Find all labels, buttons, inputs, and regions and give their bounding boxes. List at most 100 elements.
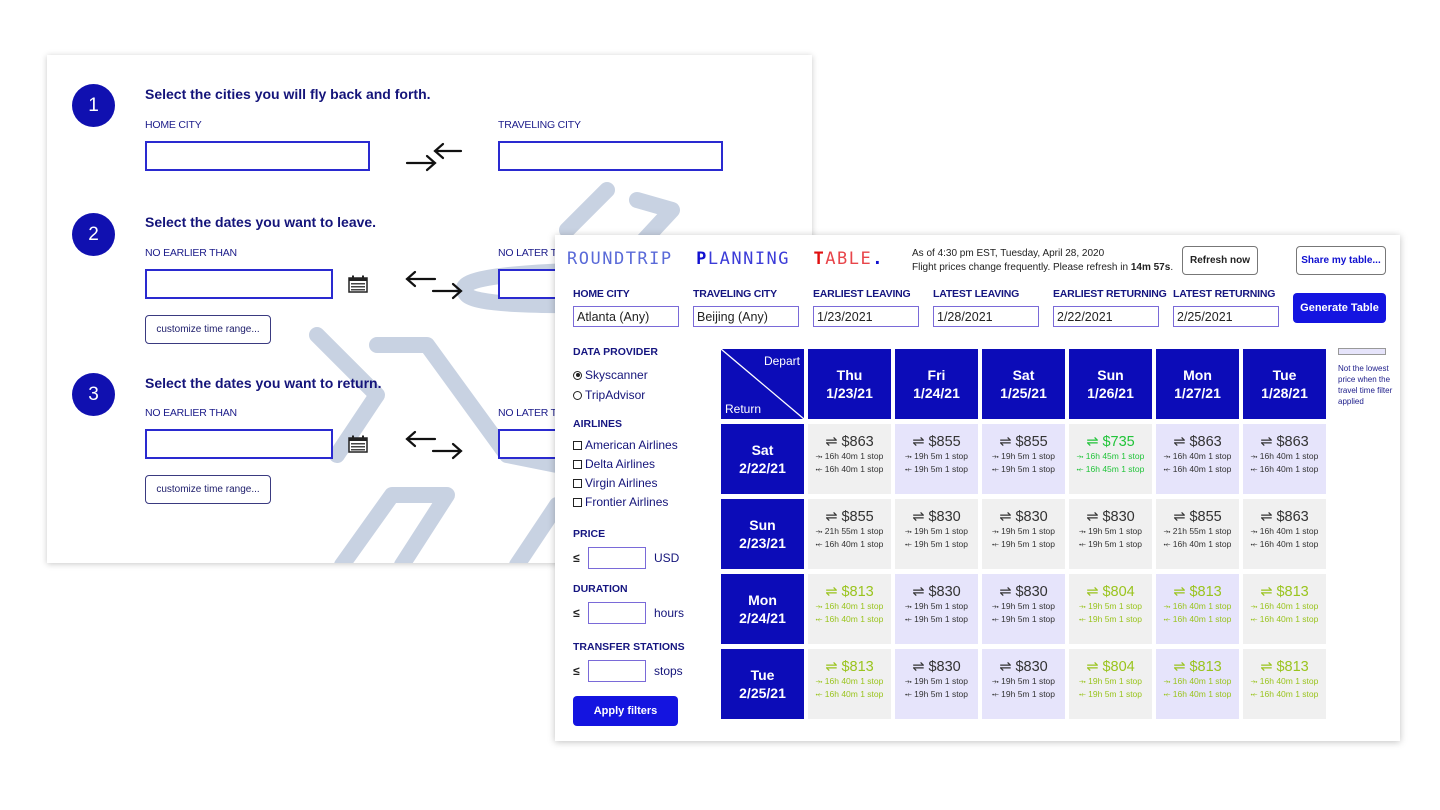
- price-cell[interactable]: ⇌ $813⤞ 16h 40m 1 stop⤝ 16h 40m 1 stop: [808, 649, 891, 719]
- earliest-returning-field: EARLIEST RETURNING: [1053, 288, 1167, 327]
- outbound-leg: ⤞ 19h 5m 1 stop: [991, 601, 1056, 611]
- price-cell[interactable]: ⇌ $830⤞ 19h 5m 1 stop⤝ 19h 5m 1 stop: [982, 649, 1065, 719]
- latest-returning-input[interactable]: [1173, 306, 1279, 327]
- outbound-leg: ⤞ 21h 55m 1 stop: [815, 526, 884, 536]
- airline-virgin-checkbox[interactable]: Virgin Airlines: [573, 476, 657, 490]
- return-leg: ⤝ 19h 5m 1 stop: [1078, 689, 1143, 699]
- calendar-icon[interactable]: [348, 435, 368, 453]
- return-date: 2/23/21: [739, 535, 786, 551]
- leave-earliest-input[interactable]: [145, 269, 333, 299]
- home-city-input[interactable]: [573, 306, 679, 327]
- return-day: Sat: [751, 442, 774, 458]
- transfer-max-input[interactable]: [588, 660, 646, 682]
- price-timestamp: As of 4:30 pm EST, Tuesday, April 28, 20…: [912, 248, 1174, 273]
- return-leg: ⤝ 16h 40m 1 stop: [1163, 539, 1232, 549]
- price-cell[interactable]: ⇌ $830⤞ 19h 5m 1 stop⤝ 19h 5m 1 stop: [1069, 499, 1152, 569]
- return-earliest-input[interactable]: [145, 429, 333, 459]
- return-leg: ⤝ 16h 40m 1 stop: [1250, 689, 1319, 699]
- swap-return-dates-icon[interactable]: [403, 429, 463, 465]
- roundtrip-price: ⇌ $813: [1260, 584, 1309, 600]
- price-cell[interactable]: ⇌ $863⤞ 16h 40m 1 stop⤝ 16h 40m 1 stop: [1243, 499, 1326, 569]
- roundtrip-price: ⇌ $813: [1260, 659, 1309, 675]
- price-cell[interactable]: ⇌ $813⤞ 16h 40m 1 stop⤝ 16h 40m 1 stop: [1243, 574, 1326, 644]
- legend-text: Not the lowest price when the travel tim…: [1338, 364, 1393, 406]
- roundtrip-price: ⇌ $830: [912, 659, 961, 675]
- price-cell[interactable]: ⇌ $804⤞ 19h 5m 1 stop⤝ 19h 5m 1 stop: [1069, 649, 1152, 719]
- earliest-returning-input[interactable]: [1053, 306, 1159, 327]
- latest-leaving-input[interactable]: [933, 306, 1039, 327]
- price-cell[interactable]: ⇌ $830⤞ 19h 5m 1 stop ⤝ 19h 5m 1 stop: [895, 574, 978, 644]
- price-cell[interactable]: ⇌ $863⤞ 16h 40m 1 stop⤝ 16h 40m 1 stop: [1156, 424, 1239, 494]
- share-table-button[interactable]: Share my table...: [1296, 246, 1386, 275]
- roundtrip-price: ⇌ $830: [912, 584, 961, 600]
- price-cell[interactable]: ⇌ $863⤞ 16h 40m 1 stop⤝ 16h 40m 1 stop: [808, 424, 891, 494]
- roundtrip-price: ⇌ $804: [1086, 584, 1135, 600]
- swap-leave-dates-icon[interactable]: [403, 269, 463, 305]
- airline-american-checkbox[interactable]: American Airlines: [573, 438, 678, 452]
- roundtrip-price: ⇌ $830: [912, 509, 961, 525]
- diagonal-divider-icon: [721, 349, 804, 419]
- price-cell[interactable]: ⇌ $855⤞ 21h 55m 1 stop⤝ 16h 40m 1 stop: [1156, 499, 1239, 569]
- provider-tripadvisor-radio[interactable]: TripAdvisor: [573, 388, 645, 402]
- earliest-leaving-input[interactable]: [813, 306, 919, 327]
- price-cell[interactable]: ⇌ $855⤞ 19h 5m 1 stop⤝ 19h 5m 1 stop: [895, 424, 978, 494]
- price-cell[interactable]: ⇌ $830⤞ 19h 5m 1 stop⤝ 19h 5m 1 stop: [982, 574, 1065, 644]
- provider-skyscanner-radio[interactable]: Skyscanner: [573, 368, 648, 382]
- calendar-icon[interactable]: [348, 275, 368, 293]
- outbound-leg: ⤞ 16h 45m 1 stop: [1076, 451, 1145, 461]
- price-cell[interactable]: ⇌ $863⤞ 16h 40m 1 stop⤝ 16h 40m 1 stop: [1243, 424, 1326, 494]
- depart-day: Thu: [836, 367, 863, 383]
- price-cell[interactable]: ⇌ $804⤞ 19h 5m 1 stop⤝ 19h 5m 1 stop: [1069, 574, 1152, 644]
- price-cell[interactable]: ⇌ $830⤞ 19h 5m 1 stop⤝ 19h 5m 1 stop: [895, 499, 978, 569]
- airline-delta-checkbox[interactable]: Delta Airlines: [573, 457, 655, 471]
- customize-return-range-button[interactable]: customize time range...: [145, 475, 271, 504]
- transfer-filter-label: TRANSFER STATIONS: [573, 641, 685, 653]
- duration-max-input[interactable]: [588, 602, 646, 624]
- price-cell[interactable]: ⇌ $813⤞ 16h 40m 1 stop⤝ 16h 40m 1 stop: [808, 574, 891, 644]
- traveling-city-input[interactable]: [498, 141, 723, 171]
- refresh-now-button[interactable]: Refresh now: [1182, 246, 1258, 275]
- radio-unselected-icon: [573, 390, 582, 400]
- depart-date: 1/28/21: [1261, 385, 1308, 401]
- price-max-input[interactable]: [588, 547, 646, 569]
- outbound-leg: ⤞ 16h 40m 1 stop: [1250, 451, 1319, 461]
- transfer-unit: stops: [654, 664, 683, 678]
- apply-filters-button[interactable]: Apply filters: [573, 696, 678, 726]
- step-1-badge: 1: [72, 84, 115, 127]
- return-latest-label: NO LATER TH: [498, 407, 565, 419]
- roundtrip-price: ⇌ $855: [912, 434, 961, 450]
- roundtrip-price: ⇌ $735: [1086, 434, 1135, 450]
- less-equal-symbol: ≤: [573, 664, 580, 678]
- return-leg: ⤝ 19h 5m 1 stop: [991, 689, 1056, 699]
- price-cell[interactable]: ⇌ $830⤞ 19h 5m 1 stop⤝ 19h 5m 1 stop: [982, 499, 1065, 569]
- roundtrip-price: ⇌ $813: [1173, 584, 1222, 600]
- generate-table-button[interactable]: Generate Table: [1293, 293, 1386, 323]
- price-cell[interactable]: ⇌ $813⤞ 16h 40m 1 stop⤝ 16h 40m 1 stop: [1156, 574, 1239, 644]
- price-cell[interactable]: ⇌ $735⤞ 16h 45m 1 stop⤝ 16h 45m 1 stop: [1069, 424, 1152, 494]
- return-leg: ⤝ 19h 5m 1 stop: [904, 614, 969, 624]
- traveling-city-input[interactable]: [693, 306, 799, 327]
- swap-cities-icon[interactable]: [403, 141, 463, 177]
- outbound-leg: ⤞ 19h 5m 1 stop: [904, 601, 969, 611]
- price-cell[interactable]: ⇌ $855⤞ 21h 55m 1 stop⤝ 16h 40m 1 stop: [808, 499, 891, 569]
- price-cell[interactable]: ⇌ $813⤞ 16h 40m 1 stop⤝ 16h 40m 1 stop: [1156, 649, 1239, 719]
- home-city-input[interactable]: [145, 141, 370, 171]
- return-leg: ⤝ 19h 5m 1 stop: [1078, 614, 1143, 624]
- price-cell[interactable]: ⇌ $855⤞ 19h 5m 1 stop⤝ 19h 5m 1 stop: [982, 424, 1065, 494]
- earliest-leaving-field: EARLIEST LEAVING: [813, 288, 919, 327]
- outbound-leg: ⤞ 16h 40m 1 stop: [1163, 676, 1232, 686]
- customize-leave-range-button[interactable]: customize time range...: [145, 315, 271, 344]
- airline-frontier-checkbox[interactable]: Frontier Airlines: [573, 495, 668, 509]
- price-cell[interactable]: ⇌ $813⤞ 16h 40m 1 stop⤝ 16h 40m 1 stop: [1243, 649, 1326, 719]
- price-cell[interactable]: ⇌ $830⤞ 19h 5m 1 stop⤝ 19h 5m 1 stop: [895, 649, 978, 719]
